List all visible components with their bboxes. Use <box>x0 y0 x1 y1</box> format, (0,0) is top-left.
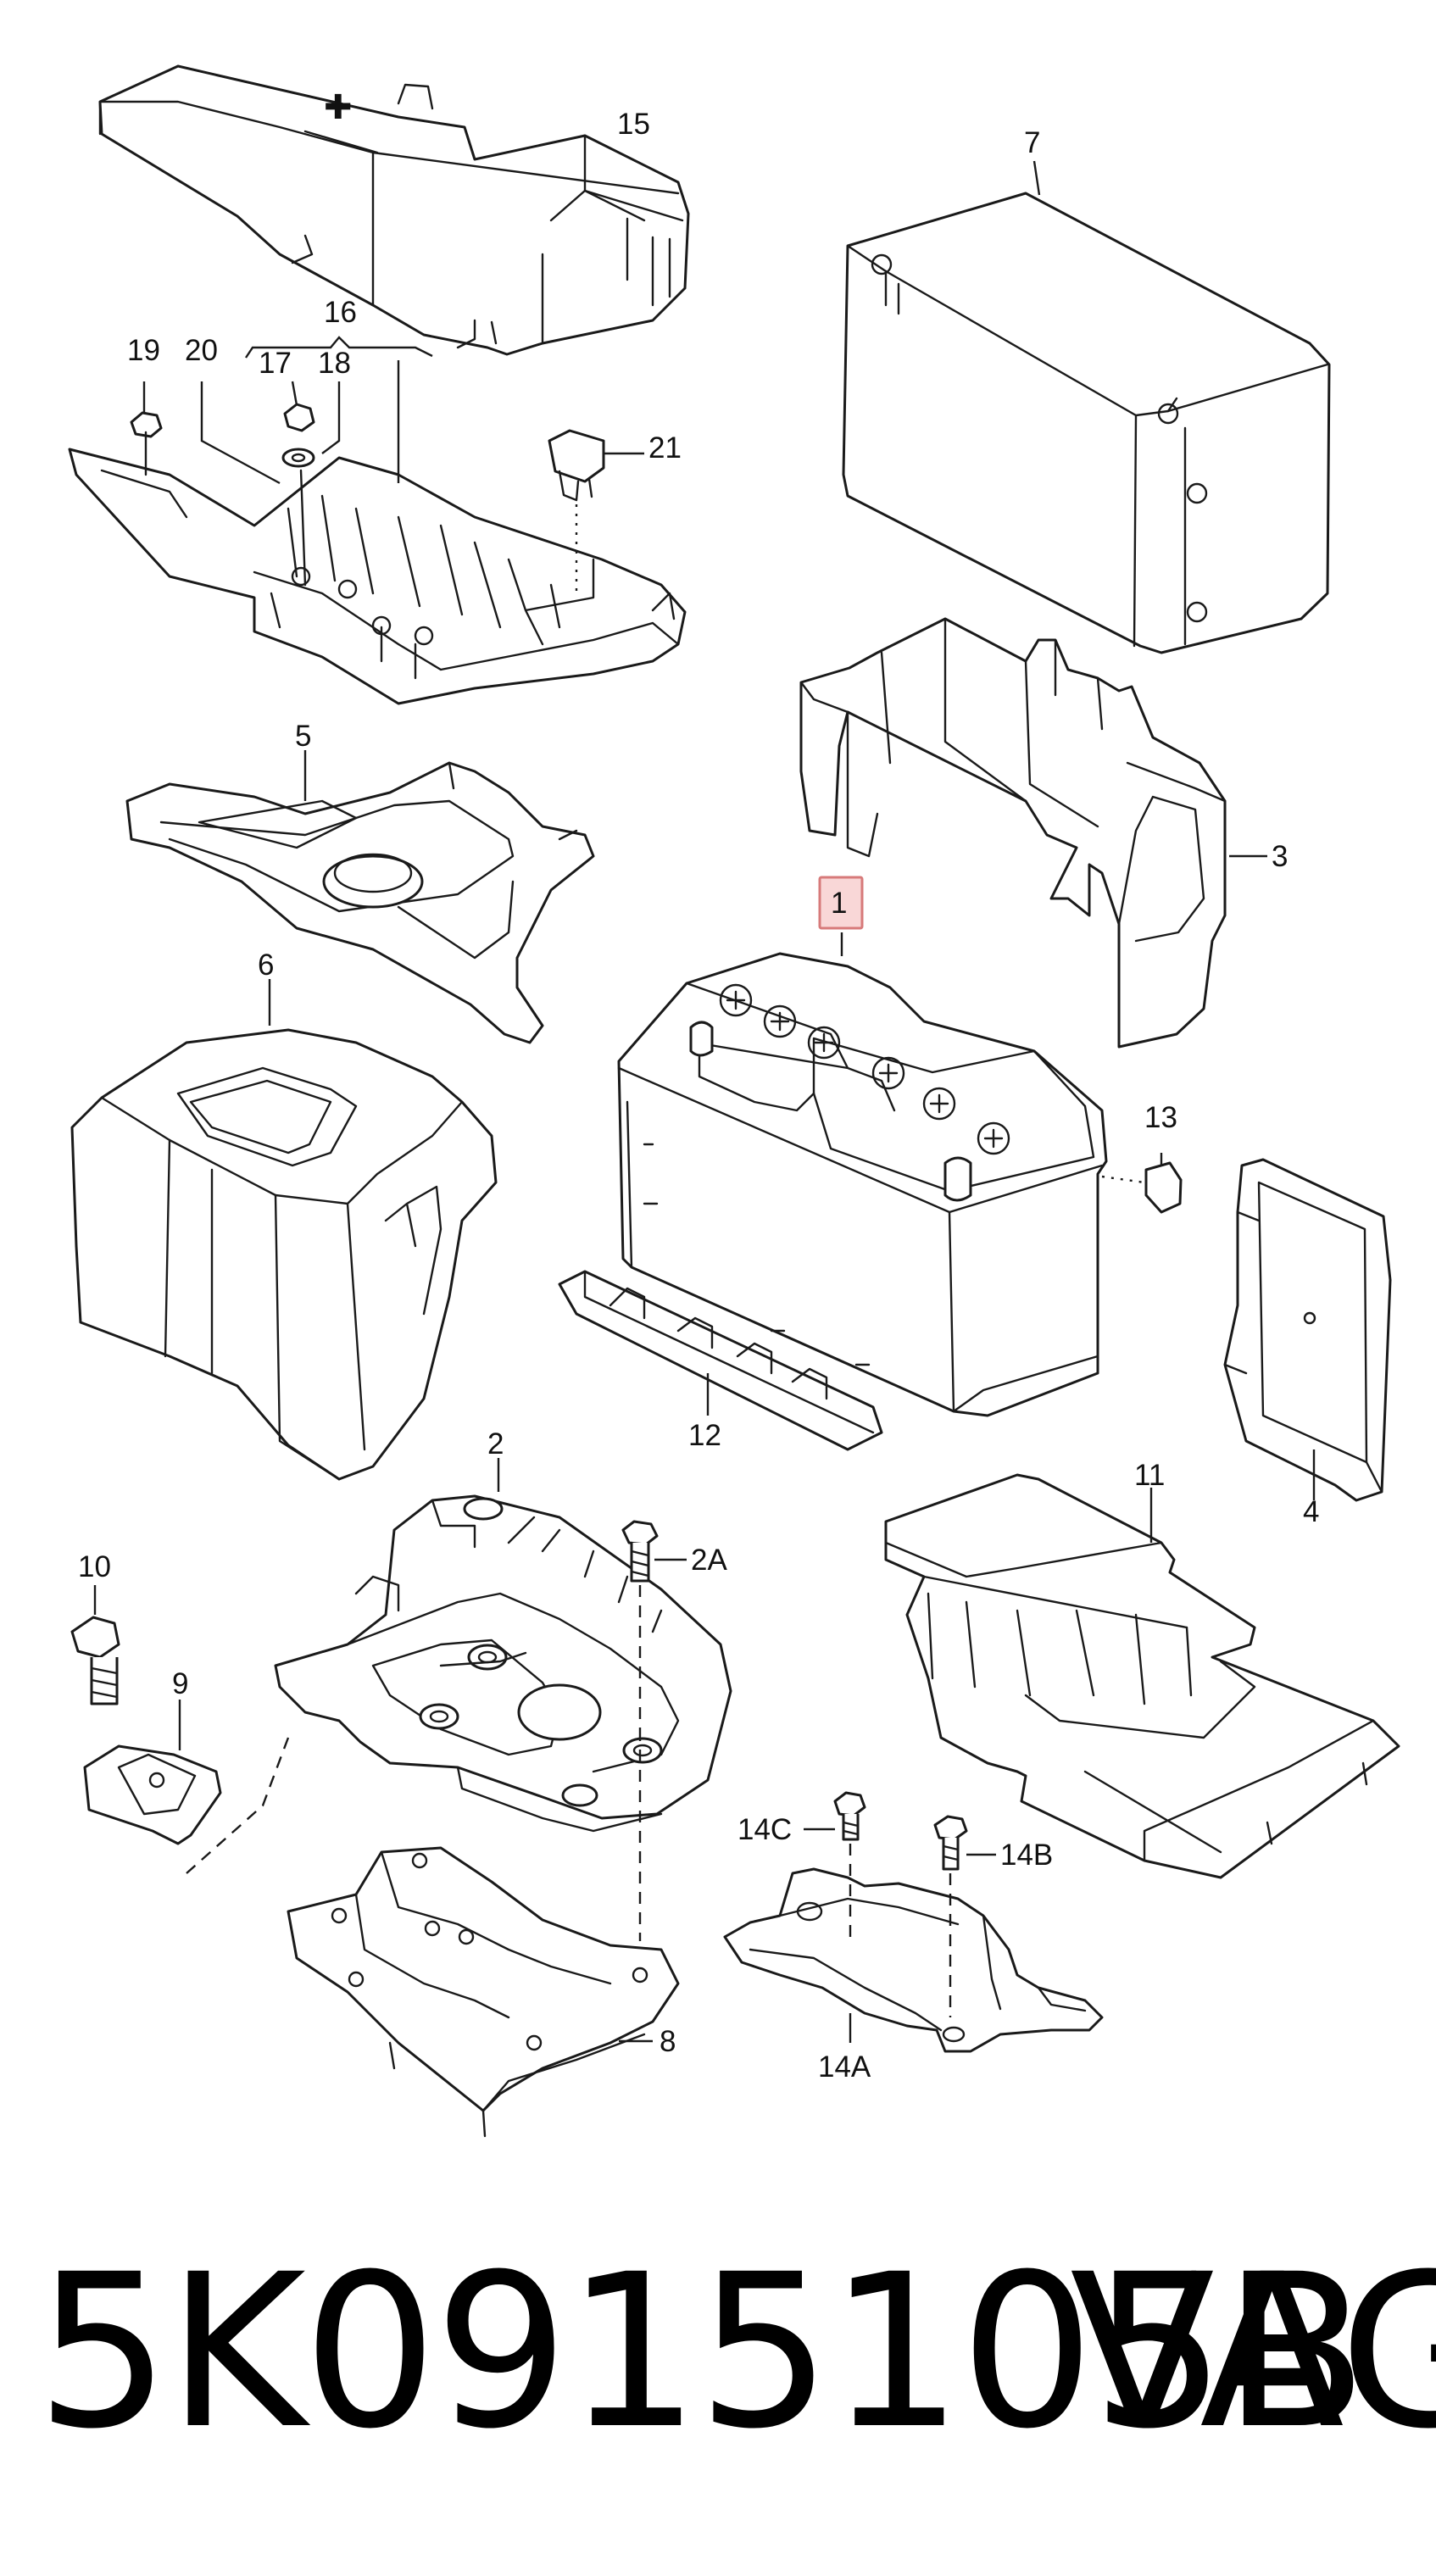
callout-11: 11 <box>1134 1459 1165 1492</box>
part-21-fuse <box>548 429 644 593</box>
callout-19: 19 <box>127 334 160 367</box>
callout-2a: 2A <box>691 1544 727 1577</box>
part-14c-bolt <box>804 1791 866 1941</box>
callout-2: 2 <box>487 1427 504 1460</box>
part-18-washer <box>281 381 341 468</box>
part-9-clamp-bracket <box>83 1700 290 1874</box>
part-2-battery-tray <box>274 1458 732 1833</box>
callout-15: 15 <box>617 108 650 141</box>
callout-14b: 14B <box>1000 1839 1053 1872</box>
svg-text:✚: ✚ <box>324 89 353 126</box>
exploded-parts-diagram: ✚ <box>68 64 1400 2138</box>
part-14a-bracket <box>723 1867 1104 2053</box>
part-6-battery-cover <box>70 979 498 1481</box>
part-17-nut <box>283 381 315 432</box>
part-5-battery-carrier-bracket <box>125 750 595 1044</box>
battery-terminal-posts <box>689 1021 972 1202</box>
callout-12: 12 <box>688 1419 721 1452</box>
part-14b-bolt <box>933 1815 996 2017</box>
callout-17: 17 <box>259 347 292 380</box>
battery-terminal-caps <box>719 983 1010 1155</box>
callout-14c: 14C <box>737 1813 792 1846</box>
part-10-bolt <box>70 1585 120 1705</box>
callout-8: 8 <box>660 2025 676 2058</box>
callout-21: 21 <box>648 431 682 465</box>
part-16-fuse-carrier <box>68 448 687 705</box>
callout-18: 18 <box>318 347 351 380</box>
part-7-battery-insulation-box <box>842 160 1331 654</box>
part-8-battery-support-plate <box>287 1729 680 2138</box>
brand-text: VAG <box>1070 2228 1436 2475</box>
callout-3: 3 <box>1272 840 1288 873</box>
callout-4: 4 <box>1303 1495 1319 1528</box>
part-13-clip <box>1101 1153 1183 1214</box>
part-3-battery-box-side <box>799 617 1267 1049</box>
part-4-battery-box-panel <box>1223 1158 1392 1502</box>
callout-9: 9 <box>172 1667 188 1700</box>
part-11-fuse-holder <box>884 1473 1400 1879</box>
callout-5: 5 <box>295 720 311 753</box>
callout-16: 16 <box>324 296 357 329</box>
callout-7: 7 <box>1024 126 1040 159</box>
part-19-nut <box>130 381 163 438</box>
callout-20: 20 <box>185 334 218 367</box>
part-15-fuse-box-cover: ✚ <box>98 64 690 356</box>
callout-13: 13 <box>1144 1101 1177 1134</box>
part-1-battery <box>617 932 1108 1417</box>
callout-1-highlight-box <box>818 876 864 930</box>
callout-14a: 14A <box>818 2050 871 2084</box>
callout-6: 6 <box>258 949 274 982</box>
callout-1: 1 <box>831 887 847 920</box>
callout-10: 10 <box>78 1550 111 1583</box>
part-12-spacer-strip <box>558 1270 883 1451</box>
part-number-text: 5K0915105B <box>36 2228 1368 2475</box>
part-2a-bolt <box>621 1520 687 1729</box>
callout-labels: 15 7 16 19 20 17 18 21 5 3 1 6 13 12 2 4… <box>78 108 1319 2084</box>
